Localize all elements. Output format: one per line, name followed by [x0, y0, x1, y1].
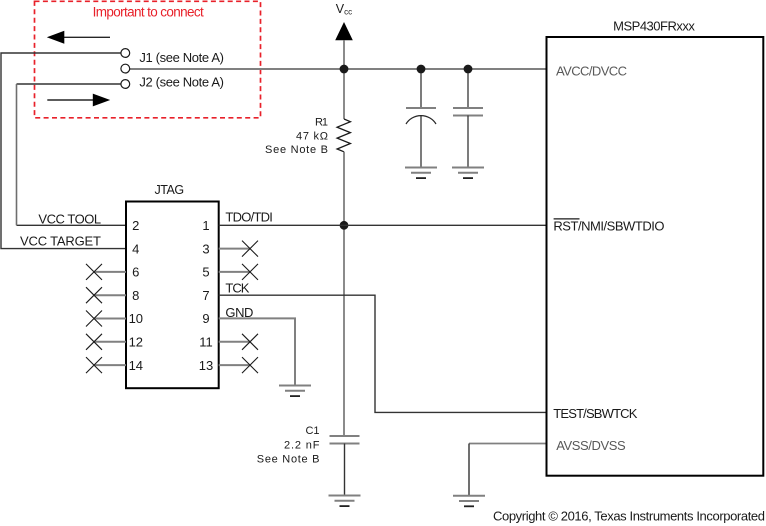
- svg-text:JTAG: JTAG: [154, 183, 184, 197]
- svg-text:See Note B: See Note B: [265, 144, 328, 156]
- svg-text:VCC TOOL: VCC TOOL: [38, 211, 101, 226]
- svg-text:Important to connect: Important to connect: [93, 4, 204, 19]
- svg-text:7: 7: [202, 288, 209, 303]
- svg-text:MSP430FRxxx: MSP430FRxxx: [613, 19, 695, 34]
- svg-text:10: 10: [129, 311, 143, 326]
- svg-text:J2 (see Note A): J2 (see Note A): [139, 74, 224, 89]
- svg-text:TDO/TDI: TDO/TDI: [225, 210, 273, 225]
- svg-text:8: 8: [132, 288, 139, 303]
- svg-text:Copyright © 2016, Texas Instru: Copyright © 2016, Texas Instruments Inco…: [493, 509, 765, 524]
- svg-text:C1: C1: [306, 425, 320, 437]
- svg-text:RST/NMI/SBWTDIO: RST/NMI/SBWTDIO: [553, 219, 664, 234]
- svg-text:R1: R1: [315, 116, 328, 128]
- svg-text:5: 5: [202, 265, 209, 280]
- svg-text:AVSS/DVSS: AVSS/DVSS: [556, 438, 626, 453]
- svg-text:GND: GND: [225, 305, 253, 320]
- svg-text:3: 3: [202, 241, 209, 256]
- svg-text:47 kΩ: 47 kΩ: [296, 130, 328, 142]
- svg-text:9: 9: [202, 311, 209, 326]
- svg-text:6: 6: [132, 265, 139, 280]
- svg-text:1: 1: [202, 218, 209, 233]
- svg-text:2.2 nF: 2.2 nF: [284, 439, 320, 451]
- svg-text:TEST/SBWTCK: TEST/SBWTCK: [553, 406, 637, 421]
- svg-text:See Note B: See Note B: [257, 454, 320, 466]
- svg-text:14: 14: [129, 358, 143, 373]
- svg-text:4: 4: [132, 241, 139, 256]
- svg-text:J1 (see Note A): J1 (see Note A): [139, 50, 224, 65]
- svg-text:13: 13: [199, 358, 213, 373]
- svg-text:12: 12: [129, 335, 143, 350]
- svg-text:VCC TARGET: VCC TARGET: [20, 234, 101, 249]
- svg-text:AVCC/DVCC: AVCC/DVCC: [556, 64, 627, 79]
- svg-text:TCK: TCK: [225, 281, 249, 296]
- svg-text:2: 2: [132, 218, 139, 233]
- svg-text:11: 11: [199, 335, 213, 350]
